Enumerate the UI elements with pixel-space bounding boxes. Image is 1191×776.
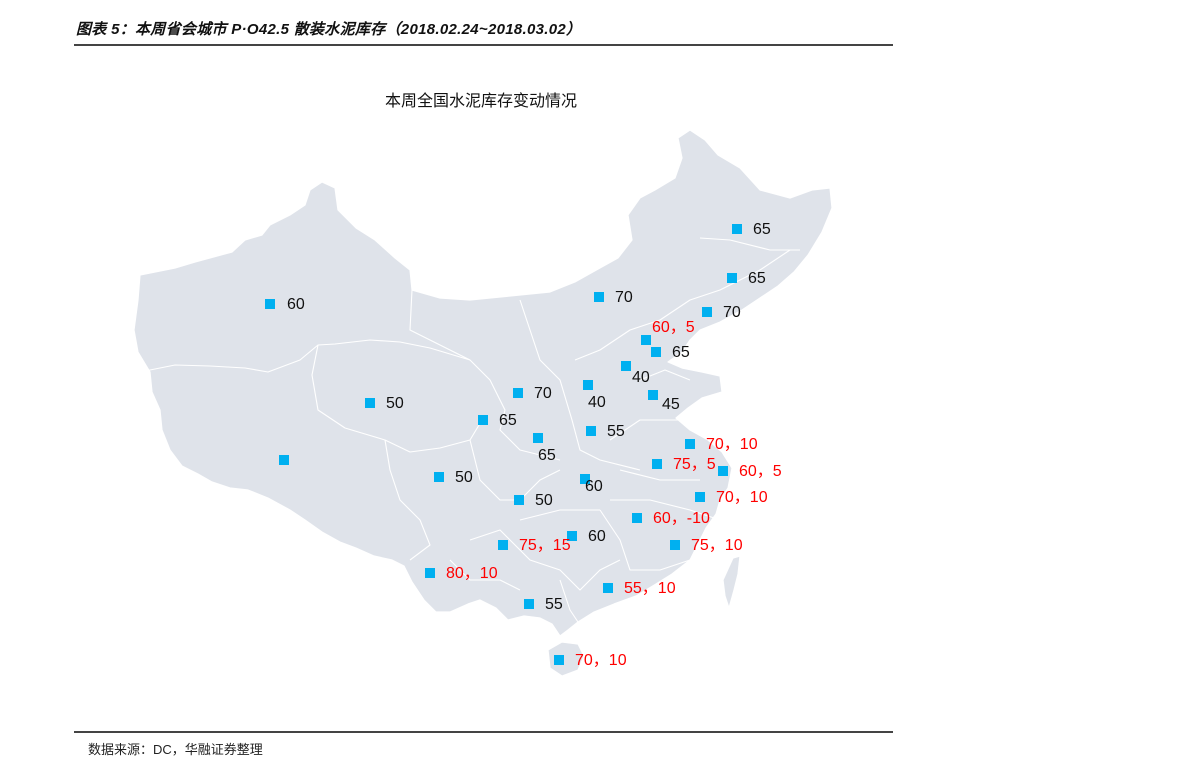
inventory-label: 50 [455,469,473,486]
inventory-label: 75，15 [519,537,571,554]
inventory-label: 50 [535,492,553,509]
inventory-label: 80，10 [446,565,498,582]
inventory-label: 75，5 [673,456,716,473]
inventory-label: 50 [386,395,404,412]
inventory-label: 65 [753,221,771,238]
city-marker-hubei [580,474,590,484]
inventory-label: 60 [287,296,305,313]
city-marker-beijing [641,335,651,345]
inventory-label: 40 [632,369,650,386]
figure-title: 图表 5：本周省会城市 P·O42.5 散装水泥库存（2018.02.24~20… [76,21,582,38]
inventory-label: 65 [499,412,517,429]
city-marker-guangdong [603,583,613,593]
city-marker-shaanxi [533,433,543,443]
city-marker-gansu [478,415,488,425]
city-marker-sichuan [434,472,444,482]
city-marker-shanghai [718,466,728,476]
city-marker-guizhou [498,540,508,550]
city-marker-anhui [652,459,662,469]
city-marker-heilongjiang [732,224,742,234]
city-marker-qinghai [365,398,375,408]
city-marker-shandong [648,390,658,400]
city-marker-fujian [670,540,680,550]
inventory-label: 70，10 [575,652,627,669]
city-marker-yunnan [425,568,435,578]
city-marker-tibet [279,455,289,465]
city-marker-jiangxi [632,513,642,523]
inventory-label: 55 [607,423,625,440]
inventory-label: 40 [588,394,606,411]
city-marker-henan [586,426,596,436]
city-marker-liaoning [702,307,712,317]
inventory-label: 70 [723,304,741,321]
city-marker-shanxi [583,380,593,390]
inventory-label: 60 [585,478,603,495]
inventory-label: 70，10 [716,489,768,506]
inventory-label: 75，10 [691,537,743,554]
china-mainland-shape [133,129,833,637]
data-source-note: 数据来源：DC，华融证券整理 [88,742,263,757]
inventory-label: 70，10 [706,436,758,453]
city-marker-hainan [554,655,564,665]
map-title: 本周全国水泥库存变动情况 [385,93,578,110]
header-divider [74,44,893,46]
city-marker-hebei [621,361,631,371]
inventory-label: 45 [662,396,680,413]
city-marker-xinjiang [265,299,275,309]
inventory-label: 70 [615,289,633,306]
inventory-label: 60 [588,528,606,545]
inventory-label: 55，10 [624,580,676,597]
inventory-label: 70 [534,385,552,402]
footer-divider [74,731,893,733]
province-borders [139,237,800,623]
city-marker-tianjin [651,347,661,357]
city-marker-zhejiang [695,492,705,502]
hainan-shape [547,641,585,677]
city-marker-chongqing [514,495,524,505]
inventory-label: 60，-10 [653,510,710,527]
city-marker-inner-mongolia [594,292,604,302]
city-marker-guangxi [524,599,534,609]
inventory-label: 65 [538,447,556,464]
city-marker-jilin [727,273,737,283]
city-marker-hunan [567,531,577,541]
city-marker-jiangsu [685,439,695,449]
inventory-label: 55 [545,596,563,613]
inventory-label: 65 [748,270,766,287]
inventory-label: 65 [672,344,690,361]
inventory-label: 60，5 [652,319,695,336]
taiwan-shape [722,555,741,609]
inventory-label: 60，5 [739,463,782,480]
city-marker-ningxia [513,388,523,398]
